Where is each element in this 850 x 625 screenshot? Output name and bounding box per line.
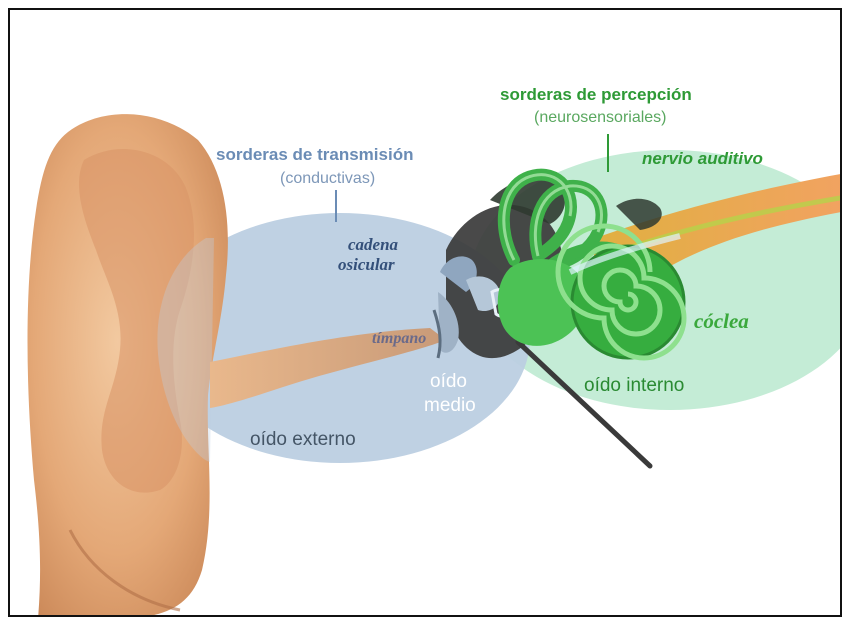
perception-deafness-subtitle: (neurosensoriales): [534, 109, 667, 127]
middle-ear-label-line1: oído: [430, 372, 467, 393]
pinna-shape: [28, 114, 228, 617]
outer-ear-label: oído externo: [250, 430, 356, 451]
transmission-deafness-title: sorderas de transmisión: [216, 146, 413, 165]
perception-deafness-title: sorderas de percepción: [500, 86, 692, 105]
cochlea-label: cóclea: [694, 310, 749, 333]
auditory-nerve-label: nervio auditivo: [642, 150, 763, 169]
transmission-deafness-subtitle: (conductivas): [280, 170, 375, 188]
diagram-frame: sorderas de transmisión (conductivas) so…: [8, 8, 842, 617]
inner-ear-label: oído interno: [584, 376, 684, 397]
ossicle-chain-label-line2: osicular: [338, 256, 395, 275]
middle-ear-label-line2: medio: [424, 396, 476, 417]
eardrum-label: tímpano: [372, 330, 426, 348]
ossicle-chain-label-line1: cadena: [348, 236, 398, 255]
